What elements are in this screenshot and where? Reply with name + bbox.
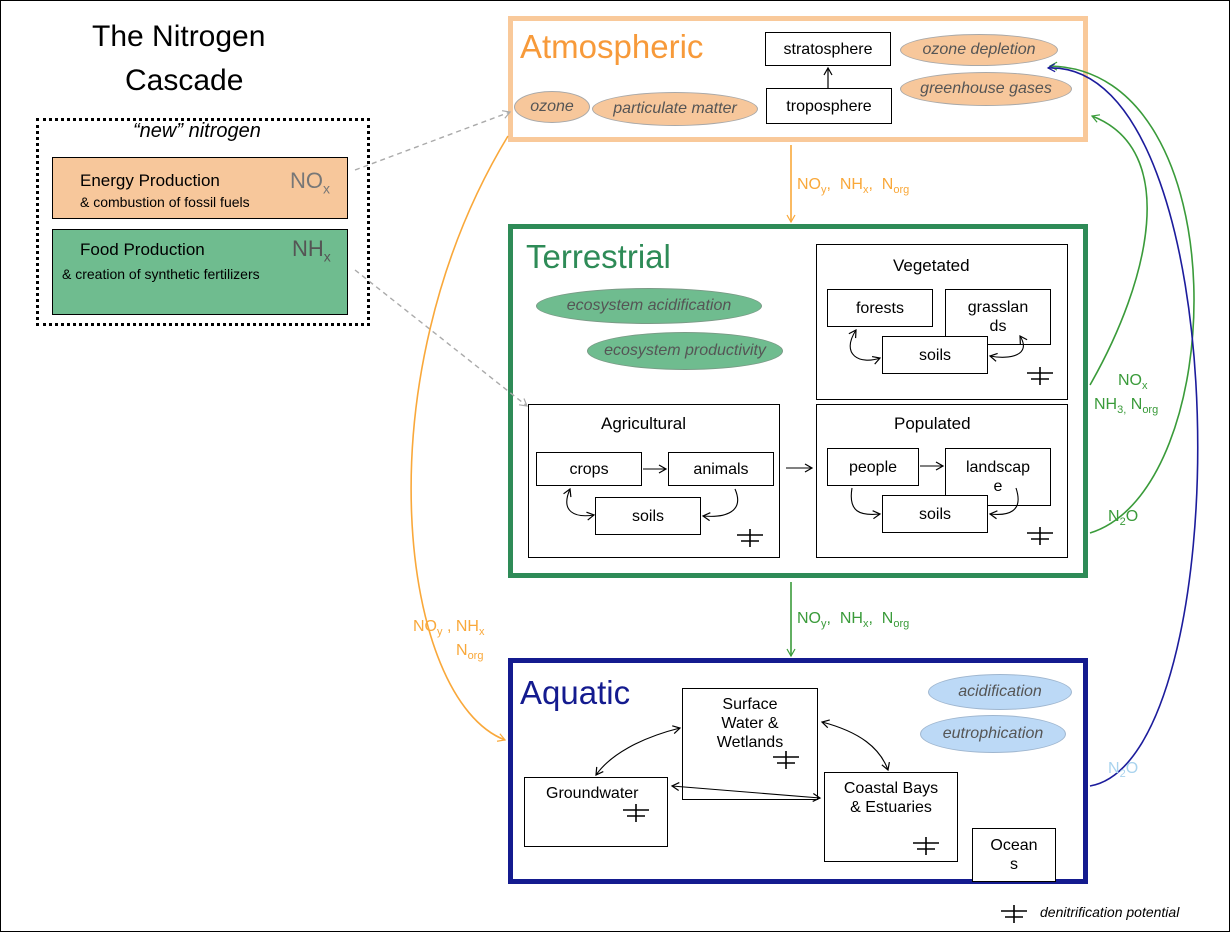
people-to-soils-arrow	[850, 487, 882, 520]
denitrification-icon	[736, 528, 764, 548]
forests-box: forests	[827, 289, 933, 327]
food-production-title: Food Production	[80, 240, 205, 259]
groundwater-coastal-arrow	[670, 782, 822, 802]
surface-water-line-3: Wetlands	[716, 734, 784, 751]
groundwater-label: Groundwater	[546, 785, 639, 802]
energy-species-label: NOx	[290, 168, 330, 197]
terrestrial-panel	[508, 224, 1088, 578]
troposphere-box: troposphere	[766, 88, 892, 124]
vegetated-soils-box: soils	[882, 336, 988, 374]
stratosphere-box: stratosphere	[765, 32, 891, 66]
title-line-1: The Nitrogen	[92, 20, 266, 53]
atmospheric-label: Atmospheric	[520, 28, 704, 65]
food-production-subtitle: & creation of synthetic fertilizers	[62, 266, 260, 282]
agricultural-label: Agricultural	[601, 414, 687, 433]
denitrification-icon	[1026, 366, 1054, 386]
coastal-line-1: Coastal Bays	[843, 780, 939, 797]
oceans-line-2: s	[1010, 856, 1018, 873]
populated-label: Populated	[894, 414, 971, 433]
surface-water-line-2: Water &	[721, 715, 779, 732]
landscape-label-1: landscap	[965, 459, 1031, 476]
grasslands-label-2: ds	[989, 318, 1007, 335]
grasslands-label-1: grasslan	[967, 299, 1029, 316]
acidification-ellipse: acidification	[928, 674, 1072, 710]
oceans-line-1: Ocean	[990, 837, 1038, 854]
people-box: people	[827, 448, 919, 486]
forests-soils-arrow	[848, 328, 882, 365]
greenhouse-gases-ellipse: greenhouse gases	[900, 72, 1072, 106]
atm-to-aqu-flux-label-2: Norg	[456, 642, 484, 663]
ter-n2o-flux-label: N2O	[1108, 508, 1139, 529]
ozone-depletion-ellipse: ozone depletion	[900, 34, 1058, 66]
ter-n2o-arrow	[1048, 61, 1195, 534]
agricultural-box	[528, 404, 780, 558]
energy-production-box	[52, 157, 348, 219]
atm-to-aqu-arrow	[410, 135, 509, 742]
atm-to-aqu-flux-label-1: NOy , NHx	[413, 618, 485, 639]
grasslands-soils-arrow	[988, 334, 1028, 362]
vegetated-box	[816, 244, 1068, 400]
ozone-ellipse: ozone	[514, 91, 590, 123]
new-nitrogen-heading: “new” nitrogen	[133, 120, 261, 142]
particulate-matter-ellipse: particulate matter	[592, 92, 758, 126]
aquatic-panel	[508, 658, 1088, 884]
populated-soils-box: soils	[882, 495, 988, 533]
nox-to-atmosphere-arrow	[354, 110, 512, 171]
surface-coastal-arrow	[820, 719, 890, 772]
aqu-n2o-flux-label: N2O	[1108, 760, 1139, 781]
legend-label: denitrification potential	[1040, 904, 1180, 920]
energy-production-subtitle: & combustion of fossil fuels	[80, 194, 250, 210]
food-species-label: NHx	[292, 236, 331, 265]
landscape-to-soils-arrow	[988, 487, 1019, 520]
crops-soils-arrow	[563, 487, 596, 521]
landscape-label-2: e	[993, 478, 1003, 495]
oceans-box: Ocean s	[972, 828, 1056, 882]
animals-to-soils-arrow	[701, 488, 739, 522]
groundwater-box: Groundwater	[524, 777, 668, 847]
vegetated-label: Vegetated	[893, 256, 970, 275]
denitrification-icon	[912, 836, 940, 856]
ter-to-atm-nox-arrow	[1089, 114, 1148, 386]
ter-to-atm-flux-label-1: NOx	[1118, 372, 1148, 393]
surface-water-line-1: Surface	[722, 696, 778, 713]
new-nitrogen-box	[36, 118, 370, 326]
ter-to-aqu-flux-label: NOy, NHx, Norg	[797, 610, 910, 631]
eutrophication-ellipse: eutrophication	[920, 715, 1066, 753]
populated-box	[816, 404, 1068, 558]
ter-to-atm-flux-label-2: NH3, Norg	[1094, 396, 1159, 417]
energy-production-title: Energy Production	[80, 171, 220, 190]
denitrification-icon	[772, 750, 800, 770]
ecosystem-acidification-ellipse: ecosystem acidification	[536, 288, 762, 324]
coastal-bays-box: Coastal Bays & Estuaries	[824, 772, 958, 862]
denitrification-icon	[622, 803, 650, 823]
grasslands-box: grasslan ds	[945, 289, 1051, 345]
animals-box: animals	[668, 452, 774, 486]
nhx-to-agricultural-arrow	[354, 269, 528, 407]
denitrification-icon	[1026, 526, 1054, 546]
coastal-line-2: & Estuaries	[850, 799, 932, 816]
ecosystem-productivity-ellipse: ecosystem productivity	[587, 332, 783, 370]
food-production-box	[52, 229, 348, 315]
crops-box: crops	[536, 452, 642, 486]
surface-water-box: Surface Water & Wetlands	[682, 688, 818, 800]
agricultural-soils-box: soils	[595, 497, 701, 535]
aquatic-label: Aquatic	[520, 674, 631, 711]
atmospheric-panel	[508, 16, 1088, 142]
surface-groundwater-arrow	[595, 725, 682, 776]
atm-to-ter-flux-label: NOy, NHx, Norg	[797, 176, 910, 197]
terrestrial-label: Terrestrial	[526, 238, 671, 275]
aqu-n2o-arrow	[1046, 63, 1199, 787]
legend-denitrification-icon	[1000, 904, 1028, 924]
title-line-2: Cascade	[125, 64, 244, 97]
